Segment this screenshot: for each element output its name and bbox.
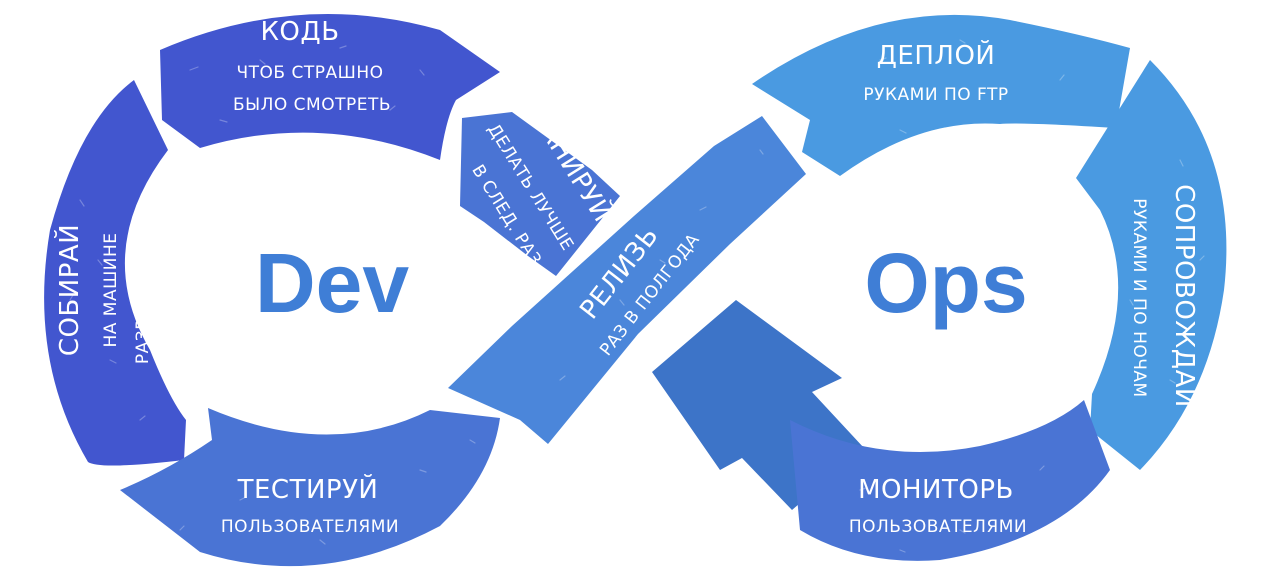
dev-label: Dev <box>255 236 409 330</box>
segment-build <box>44 80 186 466</box>
texture-strokes <box>69 39 1205 553</box>
segment-monitor <box>790 400 1110 561</box>
step-monitor-line1: ПОЛЬЗОВАТЕЛЯМИ <box>849 517 1027 537</box>
step-operate-line1: РУКАМИ И ПО НОЧАМ <box>1129 198 1149 397</box>
step-test-line1: ПОЛЬЗОВАТЕЛЯМИ <box>221 517 399 537</box>
step-code-line1: ЧТОБ СТРАШНО <box>237 63 384 83</box>
segment-code <box>160 14 500 160</box>
step-code-title: КОДЬ <box>260 17 339 47</box>
step-deploy-title: ДЕПЛОЙ <box>877 39 996 71</box>
step-monitor-title: МОНИТОРЬ <box>858 475 1014 505</box>
step-test-title: ТЕСТИРУЙ <box>237 473 379 505</box>
ops-label: Ops <box>864 236 1027 330</box>
segment-release <box>448 116 806 444</box>
segment-deploy <box>752 14 1130 176</box>
step-build-line1: НА МАШИНЕ <box>101 232 121 347</box>
step-build-title: СОБИРАЙ <box>53 224 85 356</box>
step-deploy-line1: РУКАМИ ПО FTP <box>863 85 1008 105</box>
step-code-line2: БЫЛО СМОТРЕТЬ <box>233 95 391 115</box>
segment-operate <box>1076 60 1227 470</box>
step-build-line2: РАЗРАБОТЧИКА <box>133 220 153 364</box>
step-operate-title: СОПРОВОЖДАЙ <box>1169 184 1201 408</box>
segment-plan <box>460 112 620 276</box>
segment-test <box>120 408 500 567</box>
